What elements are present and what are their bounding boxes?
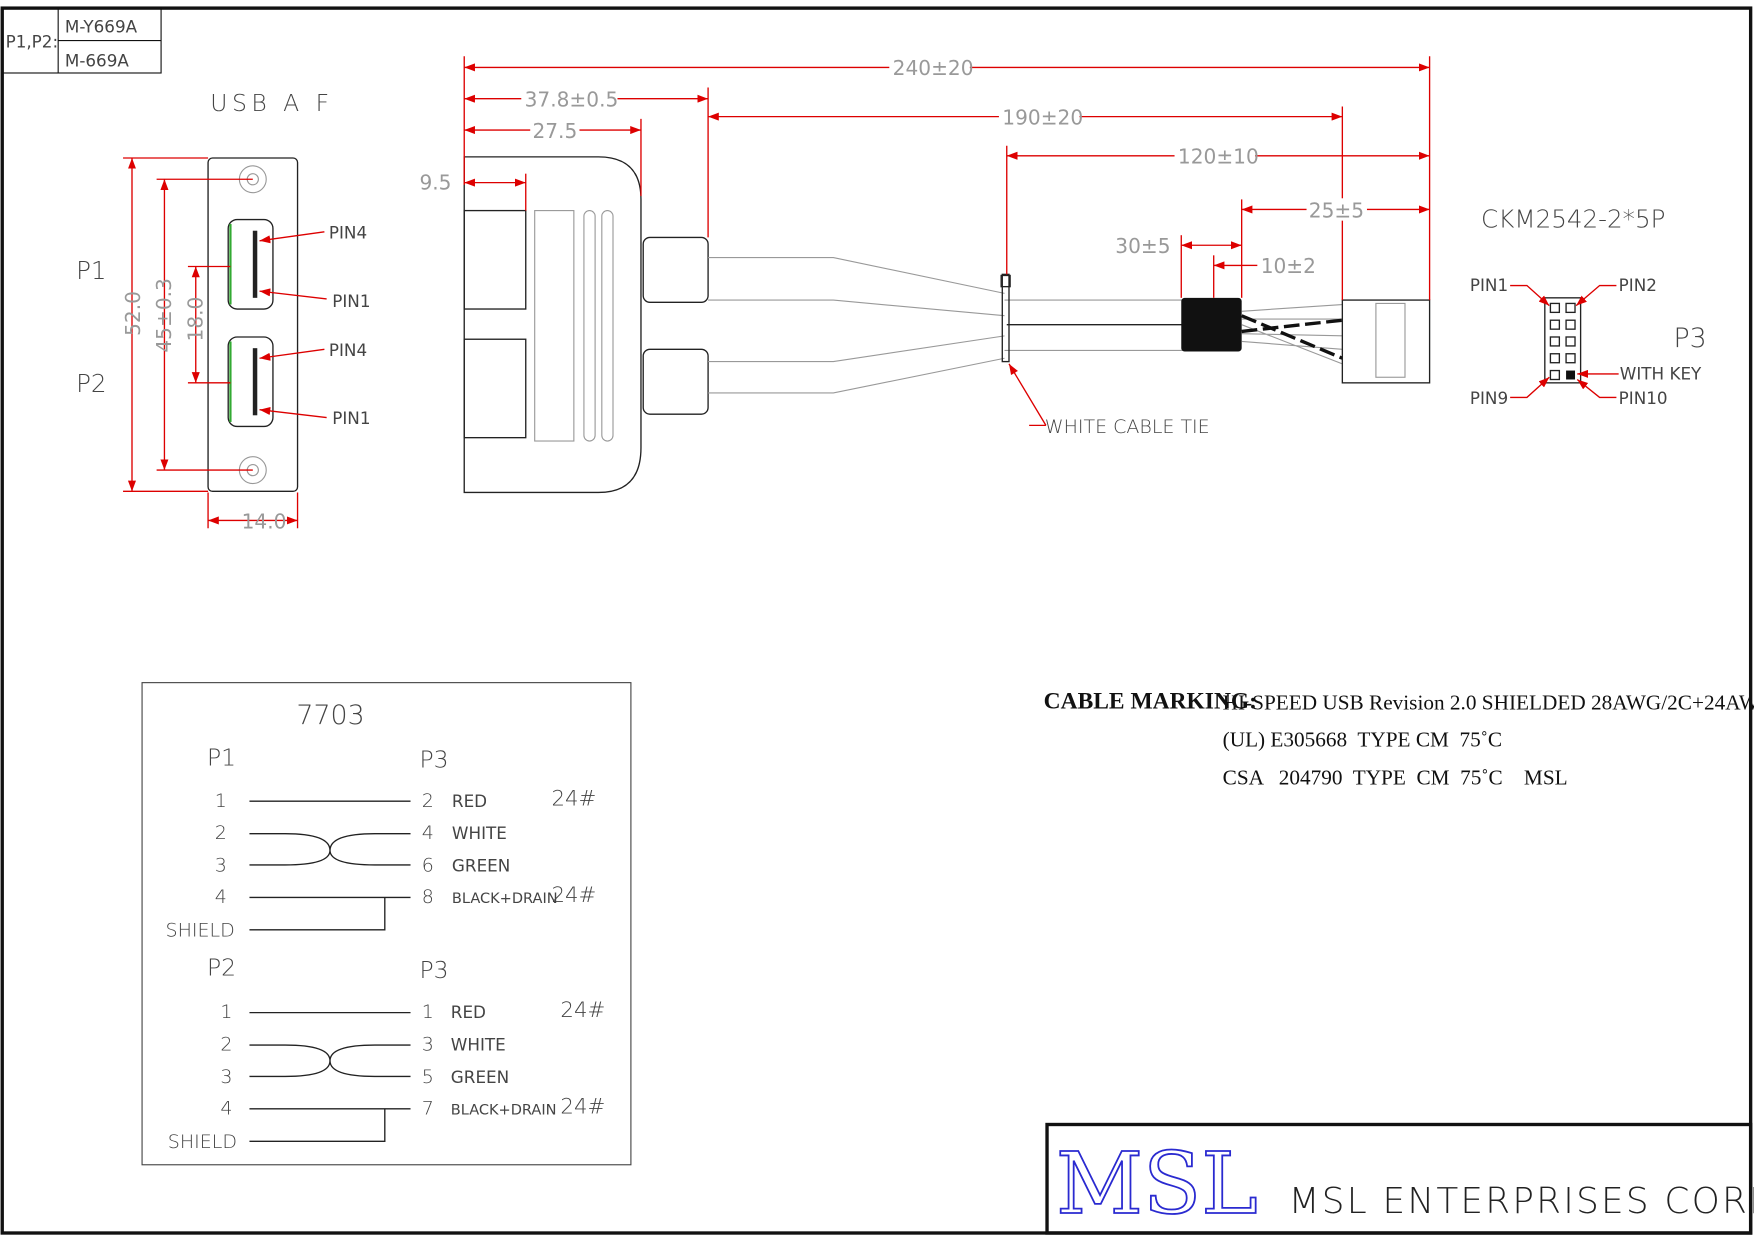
dims-d95-text: 9.5: [419, 170, 451, 194]
dims-d10-text: 10±2: [1261, 254, 1316, 278]
title_block-part2-text: M-669A: [65, 50, 130, 70]
wiring-groups-0-rows-1-color-text: WHITE: [452, 823, 507, 843]
cable_tie-text: WHITE CABLE TIE: [1045, 416, 1210, 438]
cable-tie: [1001, 273, 1010, 363]
wiring-groups-0-rows-3-gauge-text: 24#: [551, 883, 596, 908]
wiring-groups-0-rows-0-color-text: RED: [452, 791, 487, 811]
dims-d275-text: 27.5: [532, 119, 577, 143]
wiring-groups-1-rows-0-color-text: RED: [451, 1002, 486, 1022]
usb-dim_14-text: 14.0: [242, 509, 287, 533]
wiring-groups-1-rows-1-color-text: WHITE: [451, 1035, 506, 1055]
title_block-part1-text: M-Y669A: [65, 17, 138, 37]
p3-model-text: CKM2542-2*5P: [1481, 204, 1665, 233]
wiring-groups-1-rows-3-a-text: 4: [220, 1097, 232, 1119]
wiring-groups-0-rows-0-b-text: 2: [422, 790, 434, 812]
usb-pin1-text: PIN1: [332, 408, 370, 428]
drawing-border: [0, 6, 1753, 1235]
company-name-text: MSL ENTERPRISES CORP.: [1289, 1181, 1754, 1222]
usb-dim_52-text: 52.0: [121, 291, 145, 336]
wiring-groups-0-to-text: P3: [419, 746, 448, 774]
usb-dim_45-text: 45±0.3: [152, 278, 176, 352]
usb-port-p2: [227, 336, 274, 428]
wiring-groups-1-rows-2-color-text: GREEN: [451, 1067, 509, 1087]
usb-pin4-text: PIN4: [329, 340, 367, 360]
wiring-groups-0-rows-0-gauge-text: 24#: [551, 787, 596, 812]
dims-d378-text: 37.8±0.5: [525, 88, 619, 112]
wiring-groups-0-rows-3-color-text: BLACK+DRAIN: [452, 891, 558, 907]
wiring-groups-0-rows-3-a-text: 4: [215, 886, 227, 908]
usb-pin1-text: PIN1: [332, 291, 370, 311]
p3-pin9-text: PIN9: [1470, 388, 1508, 408]
cable-side-view: WHITE CABLE TIE 240±20 37.8±0.5 27.5 9.5…: [419, 56, 1431, 494]
part-number-block: P1,P2: M-Y669A M-669A: [1, 7, 162, 74]
wiring-groups-0-rows-1-b-text: 4: [422, 822, 434, 844]
wiring-groups-1-rows-3-gauge-text: 24#: [560, 1094, 605, 1119]
usb-port-p1: [227, 218, 274, 310]
wiring-groups-1-from-text: P2: [207, 954, 236, 982]
marking-lines-1-text: (UL) E305668 TYPE CM 75˚C: [1223, 727, 1502, 751]
wiring-groups-0-rows-2-a-text: 3: [215, 855, 227, 877]
usb-pin4-text: PIN4: [329, 223, 367, 243]
wiring-groups-1-rows-3-b-text: 7: [422, 1097, 434, 1119]
strain-relief-p1: [642, 236, 709, 303]
msl-logo: MSL: [1056, 1135, 1258, 1234]
usb-p1-text: P1: [76, 256, 106, 285]
marking-lines-0-text: HI-SPEED USB Revision 2.0 SHIELDED 28AWG…: [1223, 690, 1754, 714]
wiring-groups-0-rows-4-a-text: SHIELD: [166, 920, 235, 942]
wiring-groups-0-from-text: P1: [207, 743, 236, 771]
wiring-groups-0-rows-1-a-text: 2: [215, 822, 227, 844]
p3-connector-face: CKM2542-2*5P PIN1 PIN2 PIN9 PIN10 WITH K…: [1470, 204, 1707, 408]
dims-d190-text: 190±20: [1002, 105, 1083, 129]
wiring-groups-1-to-text: P3: [419, 956, 448, 984]
strain-relief-p2: [642, 348, 709, 415]
marking-lines-2-text: CSA 204790 TYPE CM 75˚C MSL: [1223, 765, 1568, 789]
p3-label-text: P3: [1673, 323, 1706, 354]
usb-dim_18-text: 18.0: [183, 297, 207, 342]
wiring-groups-1-rows-0-gauge-text: 24#: [560, 998, 605, 1023]
wiring-groups-1-rows-0-b-text: 1: [422, 1001, 434, 1023]
wiring-groups-0-rows-3-b-text: 8: [422, 886, 434, 908]
dims-d25-text: 25±5: [1309, 198, 1364, 222]
p3-connector-side: [1341, 299, 1431, 384]
wiring-groups-1-rows-2-b-text: 5: [422, 1066, 434, 1088]
key-pin: [1566, 370, 1576, 380]
wiring-groups-1-rows-1-b-text: 3: [422, 1034, 434, 1056]
dims-d240-text: 240±20: [893, 56, 974, 80]
wiring-groups-0-rows-0-a-text: 1: [215, 790, 227, 812]
marking-label-text: CABLE MARKING:: [1044, 688, 1257, 714]
heat-shrink: [1181, 297, 1242, 352]
usb-p2-text: P2: [76, 369, 106, 398]
p3-pin1-text: PIN1: [1470, 275, 1508, 295]
p3-pin10-text: PIN10: [1619, 388, 1668, 408]
dims-d120-text: 120±10: [1178, 145, 1259, 169]
wiring-title-text: 7703: [296, 700, 364, 731]
wiring-groups-1-rows-4-a-text: SHIELD: [168, 1131, 237, 1153]
p3-key-text: WITH KEY: [1620, 363, 1702, 383]
wiring-groups-0-rows-2-b-text: 6: [422, 855, 434, 877]
usb-af-front-view: USB A F P1 P2 PIN4 PIN1 PIN4 PIN1 52.0 4…: [76, 89, 370, 533]
usb-title-text: USB A F: [210, 89, 333, 117]
wiring-groups-1-rows-3-color-text: BLACK+DRAIN: [451, 1102, 557, 1118]
wiring-groups-0-rows-2-color-text: GREEN: [452, 856, 510, 876]
wiring-groups-1-rows-2-a-text: 3: [220, 1066, 232, 1088]
wiring-groups-1-rows-0-a-text: 1: [220, 1001, 232, 1023]
dims-d30-text: 30±5: [1115, 234, 1170, 258]
title_block-label-text: P1,P2:: [6, 31, 59, 51]
wiring-diagram: 7703 P1 P3 1 2 3 4 SHIELD 2 4 6 8 RED WH…: [141, 682, 632, 1166]
cable-marking: CABLE MARKING: HI-SPEED USB Revision 2.0…: [1044, 688, 1754, 789]
p3-pin2-text: PIN2: [1619, 275, 1657, 295]
company-title-block: MSL MSL ENTERPRISES CORP.: [1045, 1122, 1754, 1235]
wiring-groups-1-rows-1-a-text: 2: [220, 1034, 232, 1056]
